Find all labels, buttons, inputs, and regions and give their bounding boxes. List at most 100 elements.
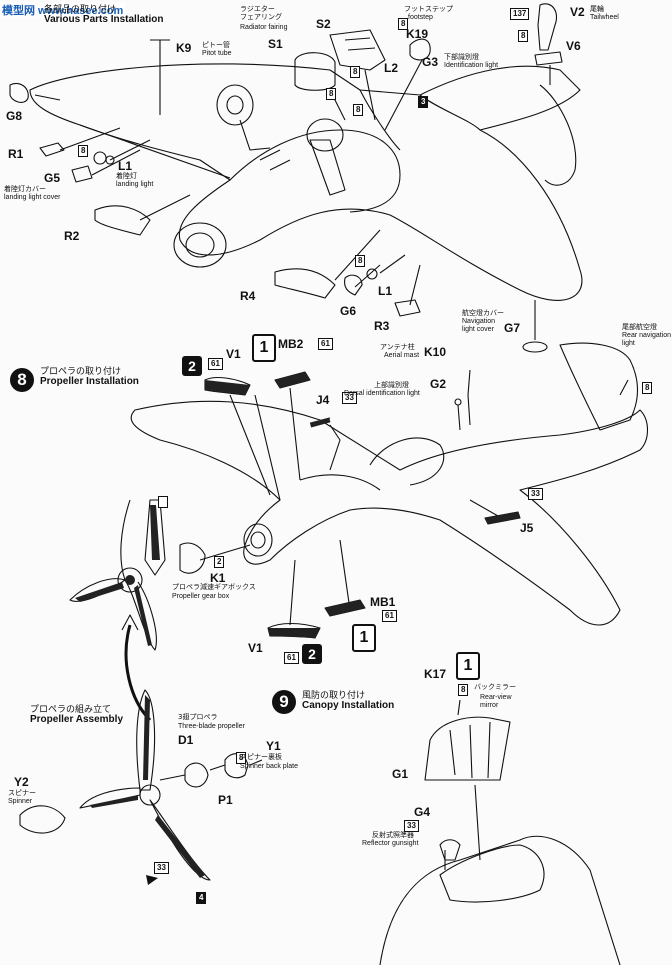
label-K19-en: footstep	[408, 14, 433, 21]
callout-33-b: 33	[528, 488, 543, 500]
label-K1: K1	[210, 571, 226, 585]
wing-underside-drawing	[29, 63, 583, 301]
label-G1: G1	[392, 767, 409, 781]
label-Y1-jp: スピナー裏板	[240, 753, 282, 761]
label-R4: R4	[240, 289, 256, 303]
section7-title-en: Various Parts Installation	[44, 14, 164, 25]
label-G6: G6	[340, 304, 357, 318]
callout-3-a: 3	[418, 96, 429, 108]
plane-top-drawing	[130, 342, 649, 626]
label-G4: G4	[414, 805, 431, 819]
callout-8-f: 8	[518, 30, 529, 42]
label-V1-top: V1	[226, 347, 241, 361]
label-K9-jp: ピトー管	[202, 41, 230, 49]
label-G2-en: Dorsal identification light	[344, 390, 420, 397]
callout-33-d: 33	[154, 862, 169, 874]
label-MB2: MB2	[278, 337, 304, 351]
label-G5: G5	[44, 171, 61, 185]
label-Y1-en: Spinner back plate	[240, 763, 298, 770]
label-V2-en: Tailwheel	[590, 14, 619, 21]
section8-title-jp: プロペラの取り付け	[40, 367, 122, 377]
label-S1-en: Radiator fairing	[240, 24, 288, 31]
label-G5-en: landing light cover	[4, 194, 61, 201]
label-S1-jp: ラジエター フェアリング	[240, 5, 282, 21]
label-R2: R2	[64, 229, 80, 243]
label-MB1: MB1	[370, 595, 396, 609]
label-Y2: Y2	[14, 775, 29, 789]
G8-part	[9, 82, 29, 103]
label-Y1: Y1	[266, 739, 281, 753]
label-G7-en: Navigation light cover	[462, 318, 496, 333]
label-G3-jp: 下部識別燈	[444, 53, 479, 61]
label-R3: R3	[374, 319, 390, 333]
label-K10: K10	[424, 345, 447, 359]
prop-assembly-title-en: Propeller Assembly	[30, 714, 124, 725]
label-D1: D1	[178, 733, 194, 747]
label-D1-jp: 3翅プロペラ	[178, 713, 218, 721]
label-K9-en: Pitot tube	[202, 50, 232, 57]
label-G7-jp: 航空燈カバー	[462, 309, 504, 317]
label-V1-bottom: V1	[248, 641, 263, 655]
label-K17-en: Rear-view mirror	[480, 694, 512, 709]
callout-8-j: 8	[236, 752, 247, 764]
callout-2-a: 2	[214, 556, 225, 568]
label-J5: J5	[520, 521, 534, 535]
section9-title-jp: 風防の取り付け	[302, 691, 366, 701]
label-K1-en: Propeller gear box	[172, 593, 230, 600]
label-P1: P1	[218, 793, 233, 807]
icon-paint-box	[158, 496, 169, 508]
label-G7: G7	[504, 321, 521, 335]
label-G4-jp: 反射式照準器	[372, 831, 414, 839]
callout-61-c: 61	[382, 610, 397, 622]
label-G2-jp: 上部識別燈	[374, 381, 409, 389]
label-J4: J4	[316, 393, 330, 407]
paint-2-badge-b: 2	[302, 644, 322, 664]
label-K17-jp: バックミラー	[474, 683, 516, 691]
section7-title-jp: 各部品の取り付け	[44, 5, 117, 15]
callout-61-d: 61	[284, 652, 299, 664]
callout-8-d: 8	[353, 104, 364, 116]
section7-title: 各部品の取り付け Various Parts Installation	[44, 6, 163, 25]
callout-8-a: 8	[78, 145, 89, 157]
callout-61-b: 61	[208, 358, 223, 370]
section8-title-en: Propeller Installation	[40, 376, 139, 387]
section8-title: プロペラの取り付け Propeller Installation	[40, 368, 139, 387]
label-G8: G8	[6, 109, 23, 123]
label-G3: G3	[422, 55, 439, 69]
callout-8-g: 8	[355, 255, 366, 267]
label-G3-en: Identification light	[444, 62, 499, 69]
label-K9: K9	[176, 41, 192, 55]
label-K17: K17	[424, 667, 447, 681]
section8-number: 8	[10, 368, 34, 392]
paint-2-badge-a: 2	[182, 356, 202, 376]
callout-8-i: 8	[458, 684, 469, 696]
callout-4: 4	[196, 892, 207, 904]
label-V6: V6	[566, 39, 581, 53]
callout-8-b: 8	[350, 66, 361, 78]
callout-8-e: 8	[398, 18, 409, 30]
label-K19: K19	[406, 27, 429, 41]
callout-8-c: 8	[326, 88, 337, 100]
callout-8-h: 8	[642, 382, 653, 394]
watermark-logo: 模型网 www.hasee.com	[0, 2, 126, 18]
label-R1: R1	[8, 147, 24, 161]
label-V2: V2	[570, 5, 585, 19]
label-L1-en: landing light	[116, 181, 154, 188]
label-K10-jp: アンテナ柱	[380, 343, 415, 351]
label-L2: L2	[384, 61, 399, 75]
prop-assembly-title: プロペラの組み立て Propeller Assembly	[30, 706, 123, 725]
section9-title-en: Canopy Installation	[302, 700, 395, 711]
label-G4-en: Reflector gunsight	[362, 840, 419, 847]
label-Y2-en: Spinner	[8, 798, 33, 805]
callout-61-a: 61	[318, 338, 333, 350]
label-K1-jp: プロペラ減速ギアボックス	[172, 583, 256, 591]
section9-number: 9	[272, 690, 296, 714]
label-tailnav-en: Rear navigation light	[622, 332, 672, 347]
label-V2-jp: 尾輪	[590, 5, 604, 13]
label-tailnav-jp: 尾部航空燈	[622, 323, 657, 331]
label-L1-top: L1	[118, 159, 133, 173]
label-G2: G2	[430, 377, 447, 391]
label-L1-jp: 着陸灯	[116, 172, 137, 180]
